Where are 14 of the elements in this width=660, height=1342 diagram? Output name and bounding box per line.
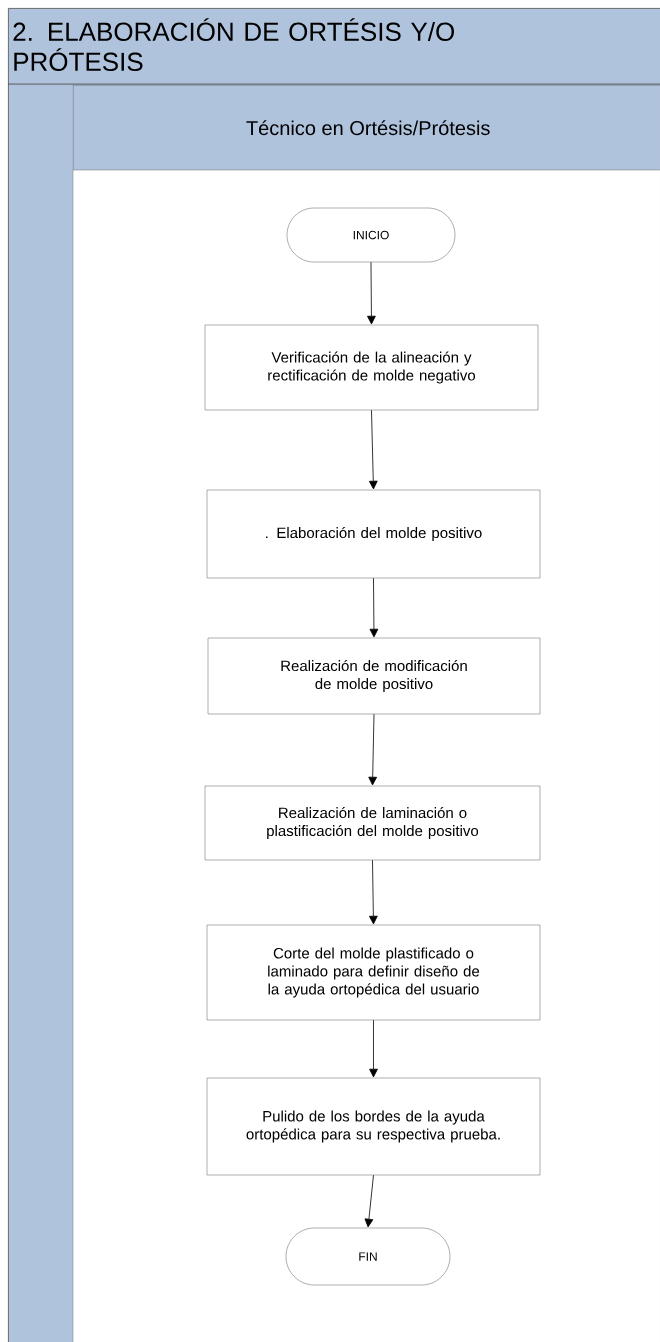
arrow (364, 1174, 374, 1228)
arrow (368, 713, 378, 786)
process-box: Verificación de la alineación y rectificación de molde negativo (204, 324, 539, 411)
process-box: Corte del molde plastificado o laminado para definir diseño de la ayuda ortopédica del usuario (206, 924, 541, 1021)
process-box: Pulido de los bordes de la ayuda ortopédica para su respectiva prueba. (206, 1077, 541, 1176)
arrow (369, 1019, 378, 1078)
arrow (367, 261, 376, 325)
process-box: . Elaboración del molde positivo (206, 489, 541, 579)
arrow (369, 859, 378, 925)
arrow (368, 409, 378, 490)
arrow (369, 577, 379, 638)
process-box: Realización de laminación o plastificación del molde positivo (204, 785, 541, 861)
process-box: Realización de modificación de molde positivo (207, 637, 541, 715)
node-label: Técnico en Ortésis/Prótesis (246, 120, 490, 136)
